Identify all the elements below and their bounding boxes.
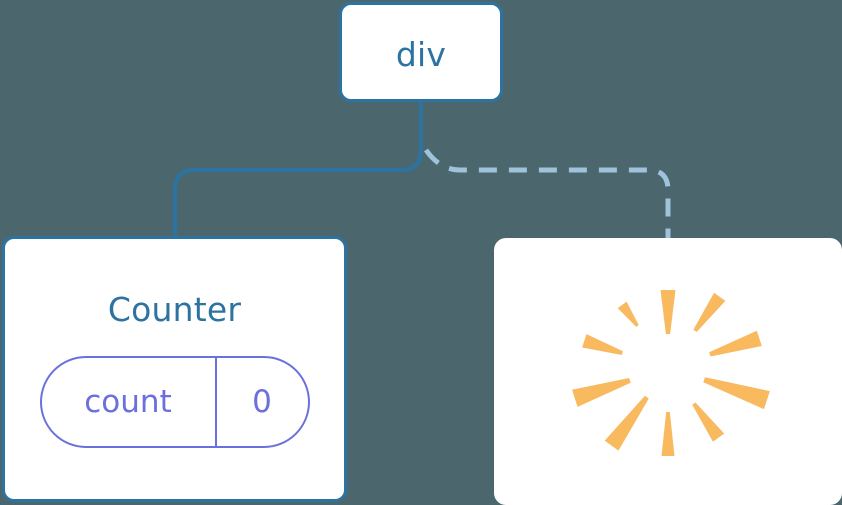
edge-div-to-counter	[173, 102, 423, 236]
state-pill-key: count	[84, 384, 172, 420]
burst-ray-8	[572, 377, 631, 407]
state-pill-container: count 0	[5, 356, 344, 448]
edge-div-to-spinner	[423, 148, 671, 238]
burst-ray-1	[660, 290, 676, 334]
burst-ray-2	[693, 292, 726, 332]
node-div-label: div	[395, 35, 447, 74]
burst-ray-3	[709, 330, 762, 357]
state-pill-value: 0	[214, 358, 308, 446]
burst-ray-5	[692, 402, 725, 442]
node-counter-label: Counter	[107, 290, 242, 329]
node-div[interactable]: div	[339, 2, 503, 102]
burst-ray-10	[617, 301, 639, 327]
node-spinner[interactable]	[494, 238, 842, 505]
loading-burst-icon	[572, 290, 770, 456]
state-pill-count[interactable]: count 0	[39, 356, 310, 448]
burst-ray-7	[604, 395, 649, 451]
burst-ray-9	[582, 334, 623, 356]
node-counter[interactable]: Counter count 0	[2, 236, 347, 502]
burst-ray-4	[703, 377, 770, 410]
burst-ray-6	[661, 412, 675, 456]
